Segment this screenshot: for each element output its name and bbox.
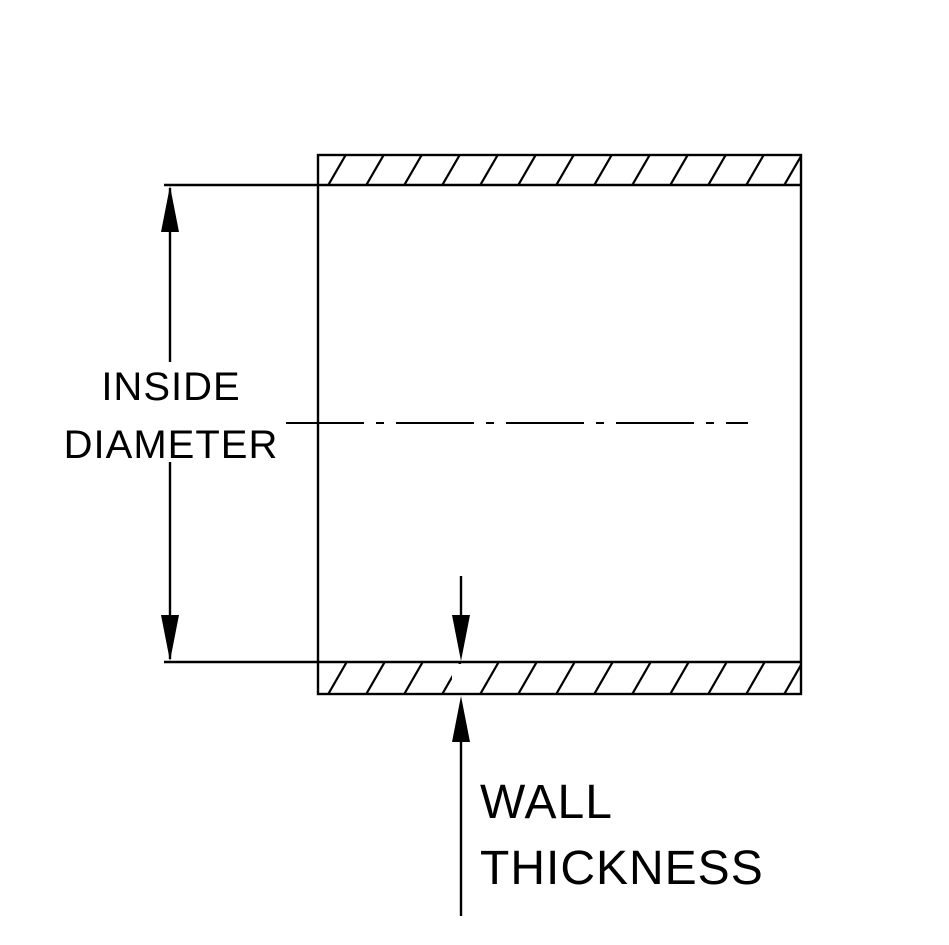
tube-top-wall-hatch <box>319 156 800 184</box>
inside-diameter-label-line2: DIAMETER <box>63 423 279 467</box>
wall-thickness-label-line1: WALL <box>480 776 613 829</box>
inside-diameter-arrow-bottom-icon <box>161 615 179 661</box>
inside-diameter-arrow-top-icon <box>161 186 179 232</box>
wall-thickness-arrow-up-icon <box>452 696 470 742</box>
tube-bottom-wall-hatch <box>319 663 800 693</box>
wall-thickness-arrow-down-icon <box>452 615 470 661</box>
inside-diameter-label-line1: INSIDE <box>101 365 241 409</box>
wall-thickness-gap-mask <box>452 664 470 691</box>
wall-thickness-label-line2: THICKNESS <box>480 842 764 895</box>
inside-diameter-label: INSIDE DIAMETER <box>64 358 279 474</box>
wall-thickness-label: WALL THICKNESS <box>480 770 764 902</box>
tube-body-outline <box>316 153 803 696</box>
